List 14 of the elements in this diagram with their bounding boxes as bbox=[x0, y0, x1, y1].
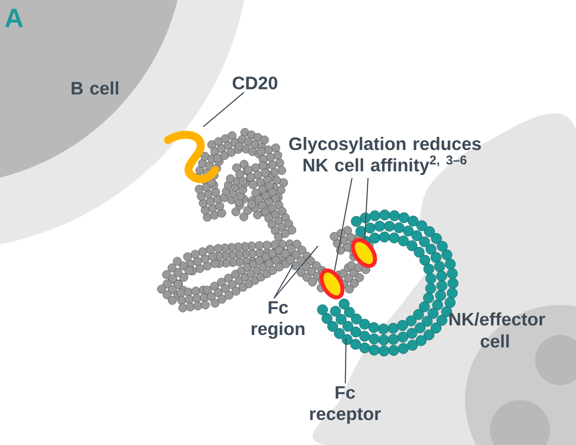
cell-label: B cell bbox=[72, 81, 118, 95]
cell-label: NK/effector cell bbox=[450, 312, 546, 348]
leader-line bbox=[334, 178, 353, 272]
panel-letter: A bbox=[5, 8, 23, 28]
leader-line bbox=[344, 338, 347, 384]
glycan-blob bbox=[320, 268, 344, 300]
callout-label: Fc region bbox=[252, 301, 304, 339]
leader-line bbox=[274, 246, 318, 299]
callout-label: Fc receptor bbox=[310, 386, 381, 424]
leader-line bbox=[274, 264, 294, 299]
callout-label: Glycosylation reduces NK cell affinity$^{2, 3–6}$ bbox=[289, 136, 481, 176]
glycan-blob bbox=[351, 238, 377, 268]
leader-line bbox=[202, 92, 244, 128]
callout-label: CD20 bbox=[232, 76, 278, 90]
